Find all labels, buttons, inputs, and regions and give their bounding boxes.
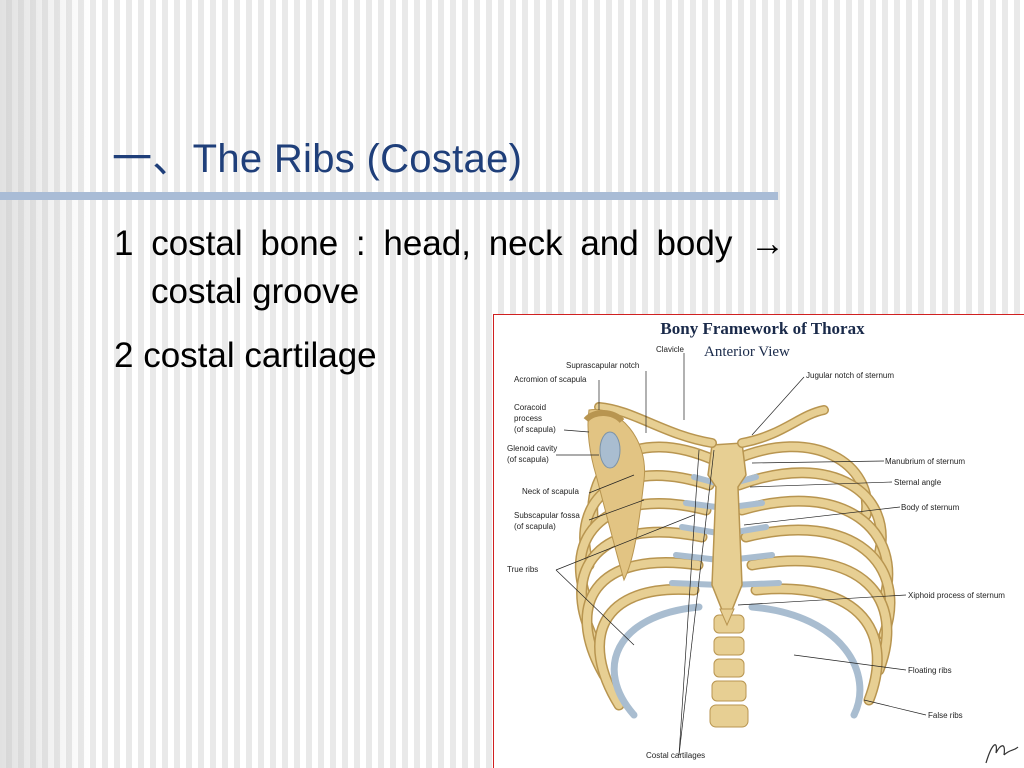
label-neck-of-scapula: Neck of scapula xyxy=(522,487,579,496)
label-xiphoid-process: Xiphoid process of sternum xyxy=(908,591,1005,600)
label-body-of-sternum: Body of sternum xyxy=(901,503,960,512)
background-fade xyxy=(0,0,90,768)
bullet-costal-cartilage: 2 costal cartilage xyxy=(114,336,377,375)
leader-lines xyxy=(555,353,927,756)
artist-signature-icon xyxy=(985,744,1019,764)
label-coracoid-2: process xyxy=(514,414,543,423)
label-glenoid-2: (of scapula) xyxy=(507,455,549,464)
label-floating-ribs: Floating ribs xyxy=(908,666,952,675)
label-clavicle: Clavicle xyxy=(656,345,685,354)
label-subscapular-fossa-1: Subscapular fossa xyxy=(514,511,580,520)
label-jugular-notch: Jugular notch of sternum xyxy=(806,371,895,380)
label-suprascapular-notch: Suprascapular notch xyxy=(566,361,640,370)
label-subscapular-fossa-2: (of scapula) xyxy=(514,522,556,531)
label-true-ribs: True ribs xyxy=(507,565,539,574)
clavicles-drawing xyxy=(594,402,829,448)
spine-drawing xyxy=(709,614,749,728)
title-underline xyxy=(0,192,778,200)
label-false-ribs: False ribs xyxy=(928,711,963,720)
label-manubrium: Manubrium of sternum xyxy=(885,457,966,466)
ribcage-drawing xyxy=(555,353,927,756)
label-glenoid-1: Glenoid cavity xyxy=(507,444,558,453)
slide-title: 一、The Ribs (Costae) xyxy=(112,137,523,181)
label-costal-cartilages: Costal cartilages xyxy=(646,751,706,760)
label-coracoid-1: Coracoid xyxy=(514,403,547,412)
figure-subtitle: Anterior View xyxy=(704,344,790,360)
bullet-costal-bone: 1 costal bone : head, neck and body → xyxy=(114,224,786,263)
label-sternal-angle: Sternal angle xyxy=(894,478,942,487)
ribs-right xyxy=(728,441,896,719)
bullet-costal-bone-continued: costal groove xyxy=(151,272,360,311)
label-acromion: Acromion of scapula xyxy=(514,375,587,384)
scapula-drawing xyxy=(583,409,646,582)
figure-title: Bony Framework of Thorax xyxy=(660,319,865,338)
sternum-drawing xyxy=(707,442,747,627)
label-coracoid-3: (of scapula) xyxy=(514,425,556,434)
thorax-illustration: Bony Framework of Thorax Anterior View xyxy=(493,314,1024,768)
